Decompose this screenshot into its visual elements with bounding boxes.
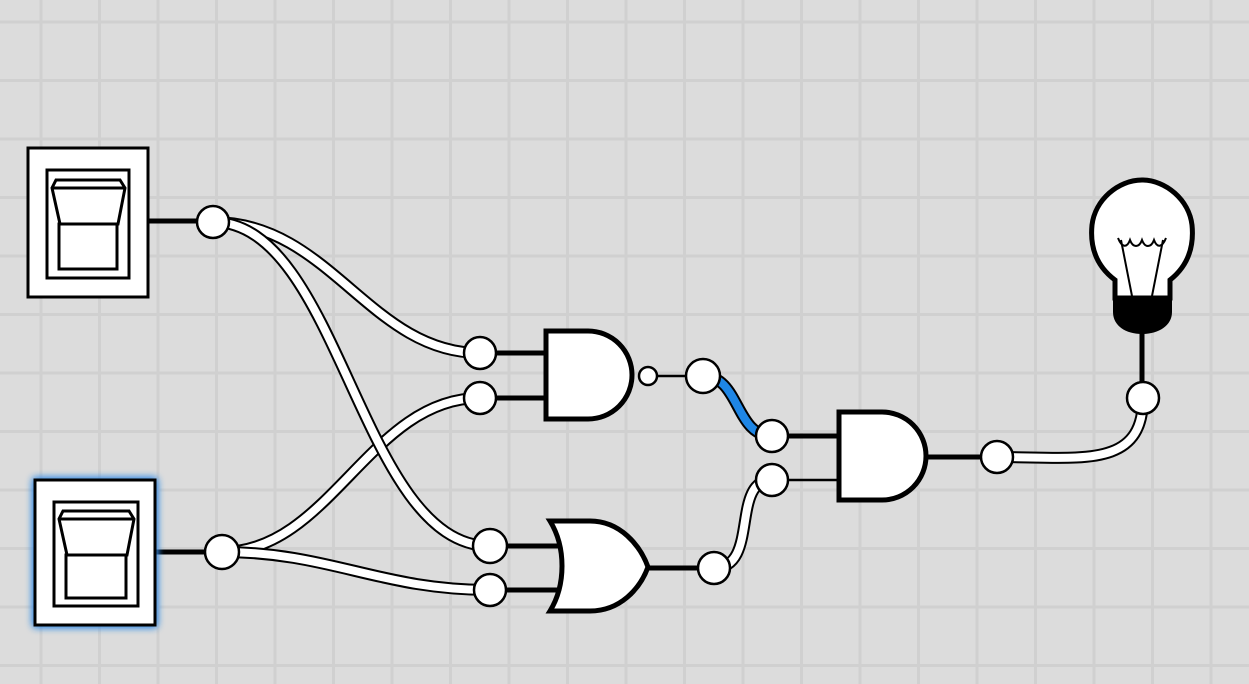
toggle-switch-a[interactable] [26, 146, 213, 299]
and-gate[interactable] [782, 409, 985, 503]
wire-and-to-bulb[interactable] [991, 392, 1149, 464]
node-or-in-2[interactable] [472, 572, 508, 608]
nand-gate[interactable] [490, 328, 690, 422]
node-and-in-1[interactable] [754, 418, 790, 454]
node-or-in-1[interactable] [471, 527, 509, 565]
node-nand-in-2[interactable] [462, 380, 498, 416]
wires [207, 216, 1149, 596]
or-gate[interactable] [500, 518, 700, 614]
connection-nodes [195, 204, 1161, 608]
node-switch-b-out[interactable] [203, 533, 241, 571]
node-nand-in-1[interactable] [462, 335, 498, 371]
wire-b-to-nand[interactable] [216, 392, 486, 558]
node-and-in-2[interactable] [754, 462, 790, 498]
node-bulb-in[interactable] [1125, 380, 1161, 416]
node-and-out[interactable] [979, 439, 1015, 475]
wire-b-to-or[interactable] [216, 546, 496, 596]
light-bulb[interactable] [1089, 177, 1195, 385]
node-nand-out[interactable] [684, 357, 722, 395]
wire-a-to-nand[interactable] [207, 216, 486, 359]
node-or-out[interactable] [696, 550, 732, 586]
node-switch-a-out[interactable] [195, 204, 231, 240]
nand-bubble [637, 365, 659, 387]
wire-a-to-or[interactable] [207, 216, 496, 552]
toggle-switch-b[interactable] [33, 478, 222, 627]
